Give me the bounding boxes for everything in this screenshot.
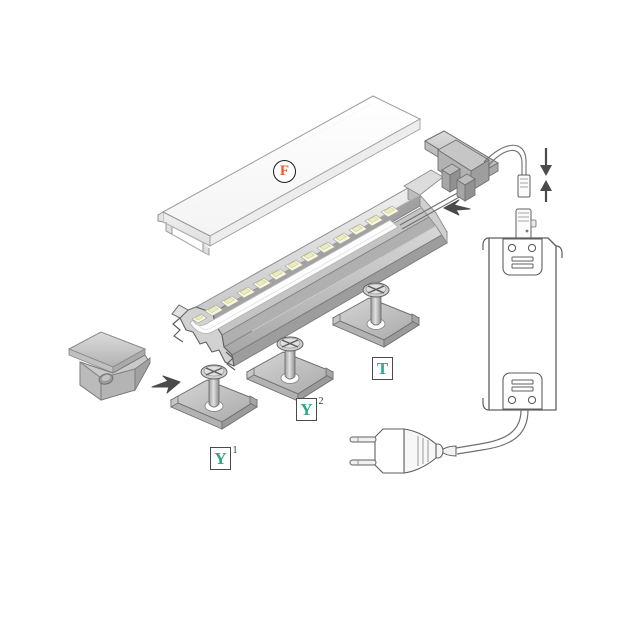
label-marker-Y2-box: Y (296, 398, 317, 421)
power-supply (482, 237, 563, 411)
end-cap-insert-arrow (151, 375, 181, 394)
end-cap-right-insert-arrow (443, 199, 471, 216)
mains-plug (349, 428, 457, 474)
label-marker-Y1: Y 1 (210, 445, 238, 470)
connector-engage-arrow-down (540, 148, 552, 176)
label-marker-T-text: T (376, 359, 389, 378)
label-marker-Y1-sup: 1 (232, 445, 238, 456)
led-strip (189, 205, 400, 334)
mounting-clip-lower (169, 364, 259, 430)
label-marker-Y2-sup: 2 (318, 396, 324, 407)
psu-terminal-top (502, 238, 543, 276)
label-marker-Y2-text: Y (300, 400, 313, 419)
label-marker-F: F (273, 160, 296, 183)
label-marker-T: T (372, 357, 395, 380)
label-marker-F-text: F (279, 163, 290, 179)
connector-action-arrows (540, 148, 552, 202)
psu-terminal-bottom (502, 372, 543, 410)
mains-cord (455, 409, 529, 455)
aluminium-profile (171, 169, 449, 371)
label-marker-Y2: Y 2 (296, 396, 324, 421)
end-cap-right (423, 130, 499, 202)
label-marker-Y1-text: Y (214, 449, 227, 468)
end-cap-left (67, 331, 151, 401)
mounting-clip-upper (331, 282, 421, 348)
led-emitters (191, 205, 400, 324)
label-marker-Y1-box: Y (210, 447, 231, 470)
connector-disengage-arrow-up (540, 180, 552, 202)
label-marker-T-box: T (372, 357, 393, 380)
